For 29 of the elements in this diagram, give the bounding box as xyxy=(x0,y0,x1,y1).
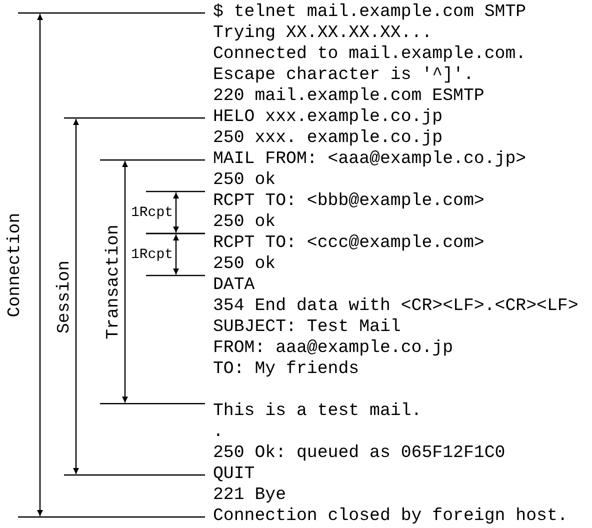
session-line: 250 ok xyxy=(213,213,276,233)
bracket-label: 1Rcpt xyxy=(130,204,173,222)
session-line: SUBJECT: Test Mail xyxy=(213,318,401,338)
session-line: 250 ok xyxy=(213,255,276,275)
session-line: RCPT TO: <ccc@example.com> xyxy=(213,234,484,254)
session-line: 220 mail.example.com ESMTP xyxy=(213,87,484,107)
session-line: 221 Bye xyxy=(213,486,286,506)
session-line: 250 ok xyxy=(213,171,276,191)
session-line: Trying XX.XX.XX.XX... xyxy=(213,24,432,44)
session-line: . xyxy=(213,423,224,443)
bracket-label: Transaction xyxy=(104,224,124,340)
session-line: Connection closed by foreign host. xyxy=(213,507,568,527)
session-line: DATA xyxy=(213,276,255,296)
session-line: $ telnet mail.example.com SMTP xyxy=(213,3,526,23)
session-line: 354 End data with <CR><LF>.<CR><LF> xyxy=(213,297,578,317)
bracket-label: 1Rcpt xyxy=(130,246,173,264)
session-line: Escape character is '^]'. xyxy=(213,66,474,86)
session-line: TO: My friends xyxy=(213,360,360,380)
session-line: Connected to mail.example.com. xyxy=(213,45,526,65)
session-line: 250 Ok: queued as 065F12F1C0 xyxy=(213,444,506,464)
session-line: HELO xxx.example.co.jp xyxy=(213,108,443,128)
session-line: This is a test mail. xyxy=(213,402,422,422)
session-line: QUIT xyxy=(213,465,255,485)
session-line: 250 xxx. example.co.jp xyxy=(213,129,443,149)
session-line: FROM: aaa@example.co.jp xyxy=(213,339,454,359)
session-line: RCPT TO: <bbb@example.com> xyxy=(213,192,484,212)
bracket-label: Session xyxy=(56,260,76,334)
bracket-label: Connection xyxy=(6,212,26,318)
session-line: MAIL FROM: <aaa@example.co.jp> xyxy=(213,150,526,170)
